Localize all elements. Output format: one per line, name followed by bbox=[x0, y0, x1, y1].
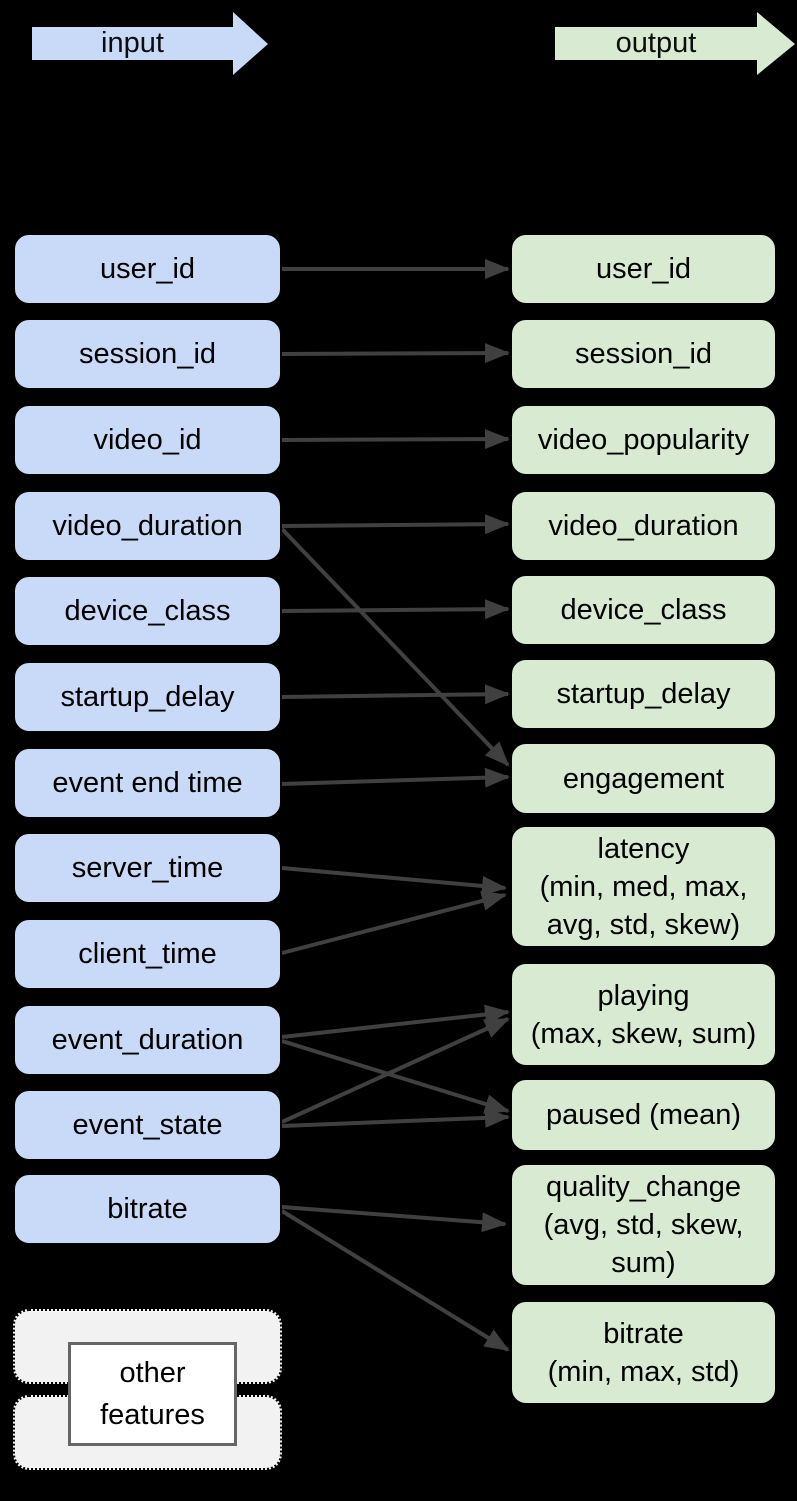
input-box-label: user_id bbox=[99, 252, 196, 285]
input-box-label: server_time bbox=[71, 851, 224, 884]
output-box-label: (max, skew, sum) bbox=[530, 1017, 757, 1050]
input-legend-label: input bbox=[101, 26, 164, 59]
input-box-bitrate: bitrate bbox=[13, 1173, 282, 1245]
connector-event-state-paused bbox=[281, 1107, 510, 1128]
other-features-label: other bbox=[119, 1357, 186, 1389]
output-box-bitrate: bitrate (min, max, std) bbox=[510, 1300, 777, 1405]
input-box-video-id: video_id bbox=[13, 404, 282, 476]
output-box-label: user_id bbox=[595, 253, 692, 285]
connector-bitrate-bitrate bbox=[280, 1209, 510, 1352]
output-box-label: (avg, std, skew, bbox=[543, 1209, 744, 1241]
input-box-label: bitrate bbox=[107, 1192, 188, 1225]
connector-bitrate-quality-change bbox=[281, 1205, 507, 1233]
output-box-label: video_duration bbox=[548, 510, 739, 542]
input-box-label: event_duration bbox=[51, 1023, 244, 1056]
connector-event-end-time-engagement bbox=[281, 767, 510, 788]
output-box-label: bitrate bbox=[603, 1317, 684, 1350]
connector-session-id bbox=[281, 343, 510, 364]
connector-video-duration-engagement bbox=[280, 527, 510, 767]
input-box-user-id: user_id bbox=[13, 233, 282, 305]
input-box-label: startup_delay bbox=[60, 680, 235, 713]
output-box-label: (min, med, max, bbox=[539, 870, 748, 903]
output-box-playing: playing (max, skew, sum) bbox=[510, 962, 777, 1067]
input-box-session-id: session_id bbox=[13, 318, 282, 390]
other-features-label: features bbox=[100, 1399, 205, 1431]
input-box-label: video_id bbox=[93, 423, 202, 456]
input-box-video-duration: video_duration bbox=[13, 490, 282, 562]
input-box-label: client_time bbox=[78, 937, 217, 970]
input-box-server-time: server_time bbox=[13, 832, 282, 904]
output-box-label: device_class bbox=[560, 594, 727, 626]
output-box-startup-delay: startup_delay bbox=[510, 658, 777, 730]
output-box-paused: paused (mean) bbox=[510, 1078, 777, 1152]
input-box-label: device_class bbox=[64, 594, 231, 627]
output-box-device-class: device_class bbox=[510, 574, 777, 646]
output-legend-label: output bbox=[615, 26, 697, 59]
input-box-label: event_state bbox=[72, 1108, 223, 1141]
output-box-label: video_popularity bbox=[537, 424, 750, 456]
output-box-engagement: engagement bbox=[510, 742, 777, 815]
input-box-client-time: client_time bbox=[13, 918, 282, 990]
connector-event-duration-playing bbox=[281, 1004, 510, 1039]
output-arrow-shape bbox=[555, 12, 795, 75]
output-box-latency: latency (min, med, max, avg, std, skew) bbox=[510, 825, 777, 948]
output-box-quality-change: quality_change (avg, std, skew, sum) bbox=[510, 1163, 777, 1287]
connector-device-class bbox=[281, 599, 510, 620]
input-box-event-state: event_state bbox=[13, 1089, 282, 1161]
input-box-label: event end time bbox=[52, 766, 243, 799]
input-box-device-class: device_class bbox=[13, 575, 282, 647]
input-box-event-duration: event_duration bbox=[13, 1004, 282, 1076]
connector-startup-delay bbox=[281, 684, 510, 705]
output-box-user-id: user_id bbox=[510, 233, 777, 305]
output-box-session-id: session_id bbox=[510, 318, 777, 390]
connector-client-time-latency bbox=[281, 891, 507, 955]
output-box-label: paused (mean) bbox=[545, 1099, 742, 1131]
output-box-label: session_id bbox=[574, 338, 713, 370]
output-box-label: (min, max, std) bbox=[547, 1355, 740, 1388]
connector-video-duration bbox=[281, 514, 510, 535]
connector-video-id-popularity bbox=[281, 429, 510, 450]
input-box-event-end-time: event end time bbox=[13, 747, 282, 819]
output-box-label: avg, std, skew) bbox=[546, 908, 741, 941]
output-box-label: quality_change bbox=[545, 1171, 742, 1203]
input-box-startup-delay: startup_delay bbox=[13, 661, 282, 733]
connector-server-time-latency bbox=[281, 866, 507, 896]
output-box-label: playing bbox=[597, 979, 690, 1012]
output-box-video-popularity: video_popularity bbox=[510, 404, 777, 476]
output-box-label: latency bbox=[597, 832, 690, 865]
other-features-box: other features bbox=[68, 1342, 237, 1446]
connector-event-duration-paused bbox=[281, 1039, 510, 1114]
output-box-label: engagement bbox=[562, 762, 725, 795]
output-box-label: startup_delay bbox=[556, 678, 731, 710]
input-box-label: video_duration bbox=[52, 509, 243, 542]
input-arrow-shape bbox=[32, 12, 268, 75]
connector-event-state-playing bbox=[281, 1017, 510, 1124]
input-box-label: session_id bbox=[78, 337, 217, 370]
output-box-video-duration: video_duration bbox=[510, 490, 777, 562]
output-box-label: sum) bbox=[611, 1247, 676, 1279]
